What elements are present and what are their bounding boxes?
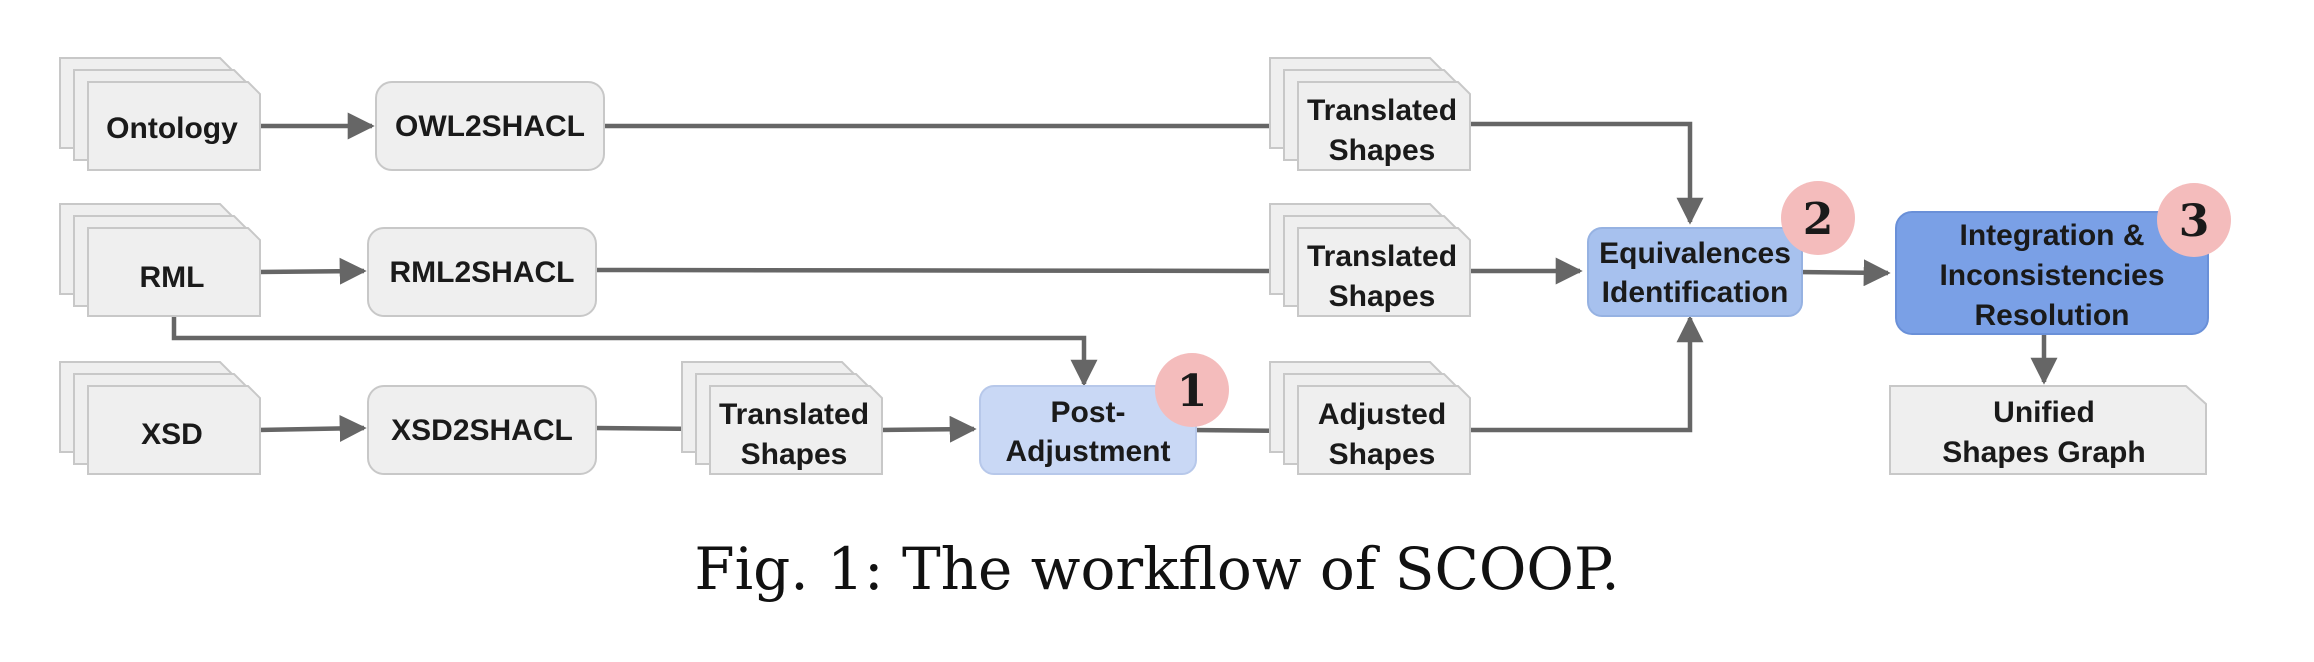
adjusted-shapes-stack: Adjusted Shapes — [1269, 361, 1471, 475]
step-badge-3-number: 3 — [2179, 196, 2210, 247]
unified-graph-label-line1: Unified — [1993, 396, 2095, 429]
equivalences-label-line2: Identification — [1602, 276, 1789, 309]
integration-label-line3: Resolution — [1975, 299, 2130, 332]
unified-shapes-graph-doc: Unified Shapes Graph — [1889, 385, 2207, 475]
scoop-workflow-diagram: Ontology RML XSD OWL2SHACL RML2SHACL XSD… — [59, 57, 2231, 475]
equivalences-identification-step: Equivalences Identification 2 — [1587, 181, 1855, 317]
arrow-xsd-to-xsd2shacl — [257, 414, 367, 442]
integration-label-line1: Integration & — [1960, 219, 2145, 252]
arrow-rml-to-rml2shacl — [257, 257, 367, 285]
xsd-translated-shapes-stack: Translated Shapes — [681, 361, 883, 475]
step-badge-1-number: 1 — [1177, 366, 1208, 417]
step-badge-1 — [1155, 353, 1229, 427]
xsd2shacl-label: XSD2SHACL — [391, 414, 573, 447]
rml-translated-shapes-stack: Translated Shapes — [1269, 203, 1471, 317]
unified-graph-label-line2: Shapes Graph — [1942, 436, 2145, 469]
rml2shacl-box: RML2SHACL — [367, 227, 597, 317]
connectors — [171, 112, 2058, 445]
step-badge-2 — [1781, 181, 1855, 255]
arrow-rml-to-post-adjustment — [171, 314, 1098, 387]
arrow-translated-shapes-to-equivalences — [1466, 121, 1704, 225]
owl2shacl-label: OWL2SHACL — [395, 110, 585, 143]
arrow-translated-shapes-to-post-adjustment — [879, 415, 977, 443]
owl2shacl-box: OWL2SHACL — [375, 81, 605, 171]
rml-doc-stack: RML — [59, 203, 261, 317]
post-adjustment-label-line2: Adjustment — [1006, 435, 1171, 468]
step-badge-2-number: 2 — [1803, 194, 1834, 245]
xsd-translated-shapes-label-line2: Shapes — [741, 438, 848, 471]
owl-translated-shapes-label-line1: Translated — [1307, 94, 1457, 127]
post-adjustment-step: Post- Adjustment 1 — [979, 353, 1229, 475]
arrow-equivalences-to-integration — [1795, 259, 1891, 287]
xsd-doc-stack: XSD — [59, 361, 261, 475]
arrow-rml2shacl-to-translated-shapes — [593, 257, 1297, 285]
figure-caption: Fig. 1: The workflow of SCOOP. — [694, 535, 1620, 603]
step-badge-3 — [2157, 183, 2231, 257]
ontology-label: Ontology — [106, 112, 238, 145]
owl-translated-shapes-stack: Translated Shapes — [1269, 57, 1471, 171]
equivalences-label-line1: Equivalences — [1599, 237, 1791, 270]
rml-label: RML — [140, 261, 205, 294]
ontology-doc-stack: Ontology — [59, 57, 261, 171]
integration-label-line2: Inconsistencies — [1939, 259, 2164, 292]
rml-translated-shapes-label-line1: Translated — [1307, 240, 1457, 273]
owl-translated-shapes-label-line2: Shapes — [1329, 134, 1436, 167]
rml-translated-shapes-label-line2: Shapes — [1329, 280, 1436, 313]
integration-step: Integration & Inconsistencies Resolution… — [1895, 183, 2231, 335]
adjusted-shapes-label-line2: Shapes — [1329, 438, 1436, 471]
rml2shacl-label: RML2SHACL — [390, 256, 575, 289]
xsd-translated-shapes-label-line1: Translated — [719, 398, 869, 431]
xsd-label: XSD — [141, 418, 203, 451]
arrow-adjusted-shapes-to-equivalences — [1466, 315, 1704, 433]
adjusted-shapes-label-line1: Adjusted — [1318, 398, 1446, 431]
xsd2shacl-box: XSD2SHACL — [367, 385, 597, 475]
post-adjustment-label-line1: Post- — [1051, 396, 1126, 429]
